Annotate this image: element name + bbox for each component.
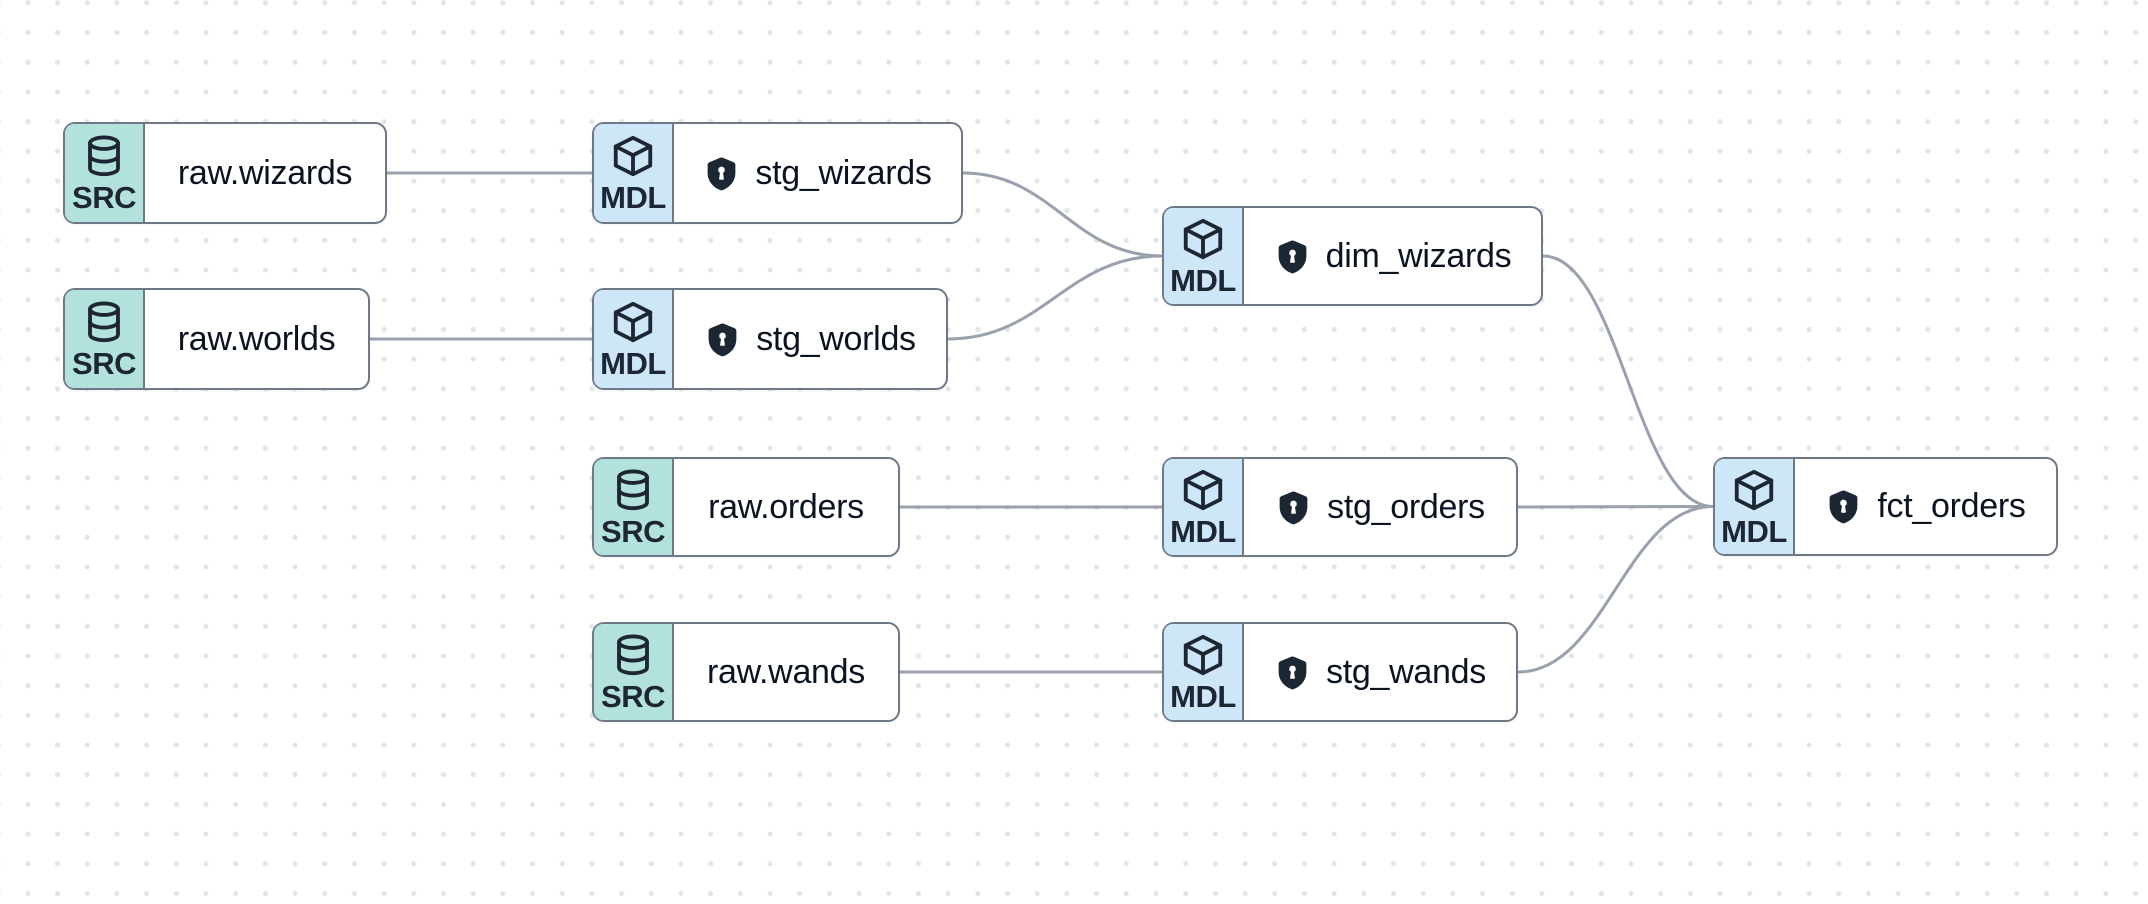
- cube-icon: [1180, 632, 1226, 678]
- shield-icon: [1274, 238, 1311, 275]
- shield-icon: [703, 155, 740, 192]
- node-type-badge: MDL: [1715, 459, 1795, 554]
- node-raw.wizards[interactable]: SRC raw.wizards: [63, 122, 387, 224]
- node-type-label: MDL: [1170, 679, 1236, 714]
- node-stg_wizards[interactable]: MDL stg_wizards: [592, 122, 963, 224]
- node-type-label: MDL: [1170, 514, 1236, 549]
- cube-icon: [1180, 467, 1226, 513]
- node-type-label: SRC: [72, 180, 136, 215]
- node-type-label: MDL: [1721, 513, 1787, 549]
- node-fct_orders[interactable]: MDL fct_orders: [1713, 457, 2058, 556]
- node-type-label: MDL: [1170, 263, 1236, 298]
- node-dim_wizards[interactable]: MDL dim_wizards: [1162, 206, 1543, 306]
- node-label: dim_wizards: [1325, 236, 1512, 275]
- node-type-badge: SRC: [65, 290, 145, 388]
- shield-icon: [1275, 489, 1312, 526]
- shield-icon: [1825, 488, 1862, 525]
- node-label: stg_worlds: [756, 319, 916, 358]
- database-icon: [610, 467, 656, 513]
- database-icon: [81, 299, 127, 345]
- node-label: stg_wands: [1326, 652, 1486, 691]
- database-icon: [81, 133, 127, 179]
- node-body: dim_wizards: [1244, 208, 1541, 304]
- node-type-badge: SRC: [594, 459, 674, 555]
- node-label: stg_wizards: [755, 153, 932, 192]
- edge-stg_wands-to-fct_orders: [1516, 505, 1715, 674]
- cube-icon: [1180, 216, 1226, 262]
- node-body: raw.wands: [674, 624, 898, 720]
- edge-stg_orders-to-fct_orders: [1516, 505, 1715, 509]
- node-type-badge: MDL: [594, 124, 674, 222]
- node-type-badge: MDL: [1164, 624, 1244, 720]
- node-body: raw.worlds: [145, 290, 368, 388]
- node-label: raw.orders: [708, 487, 864, 526]
- node-body: raw.orders: [674, 459, 898, 555]
- node-type-badge: MDL: [1164, 208, 1244, 304]
- node-body: fct_orders: [1795, 459, 2056, 554]
- node-label: stg_orders: [1327, 487, 1485, 526]
- node-body: stg_worlds: [674, 290, 946, 388]
- node-raw.worlds[interactable]: SRC raw.worlds: [63, 288, 370, 390]
- node-type-label: MDL: [600, 180, 666, 215]
- node-body: raw.wizards: [145, 124, 385, 222]
- node-label: raw.worlds: [177, 319, 336, 358]
- node-type-label: SRC: [601, 514, 665, 549]
- node-type-label: SRC: [72, 346, 136, 381]
- cube-icon: [610, 299, 656, 345]
- node-stg_worlds[interactable]: MDL stg_worlds: [592, 288, 948, 390]
- edge-stg_worlds-to-dim_wizards: [946, 254, 1164, 341]
- edge-stg_wizards-to-dim_wizards: [961, 171, 1164, 258]
- node-label: raw.wands: [707, 652, 865, 691]
- node-body: stg_wands: [1244, 624, 1516, 720]
- node-type-badge: MDL: [1164, 459, 1244, 555]
- node-body: stg_wizards: [674, 124, 961, 222]
- cube-icon: [1731, 467, 1777, 513]
- node-raw.wands[interactable]: SRC raw.wands: [592, 622, 900, 722]
- node-raw.orders[interactable]: SRC raw.orders: [592, 457, 900, 557]
- cube-icon: [610, 133, 656, 179]
- node-type-badge: SRC: [65, 124, 145, 222]
- node-body: stg_orders: [1244, 459, 1516, 555]
- shield-icon: [704, 321, 741, 358]
- node-type-label: SRC: [601, 679, 665, 714]
- node-label: raw.wizards: [177, 153, 353, 192]
- database-icon: [610, 632, 656, 678]
- node-label: fct_orders: [1877, 487, 2026, 525]
- node-stg_wands[interactable]: MDL stg_wands: [1162, 622, 1518, 722]
- shield-icon: [1274, 654, 1311, 691]
- node-type-badge: SRC: [594, 624, 674, 720]
- node-type-label: MDL: [600, 346, 666, 381]
- edge-dim_wizards-to-fct_orders: [1541, 254, 1715, 508]
- node-stg_orders[interactable]: MDL stg_orders: [1162, 457, 1518, 557]
- node-type-badge: MDL: [594, 290, 674, 388]
